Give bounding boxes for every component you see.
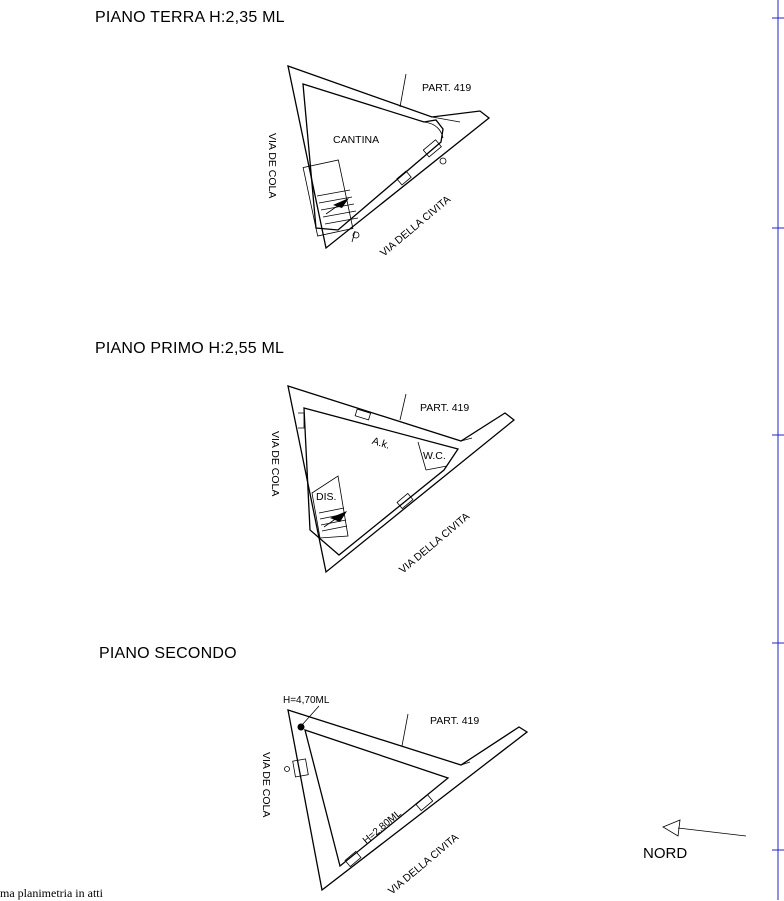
north-arrow-icon <box>662 819 747 837</box>
sheet-frame <box>772 0 784 900</box>
street-left-primo: VIA DE COLA <box>269 431 281 497</box>
compass-label: NORD <box>643 845 688 862</box>
stairs-primo <box>311 475 349 539</box>
room-label-dis: DIS. <box>316 491 337 503</box>
stairs-terra <box>302 159 359 237</box>
room-label-wc: W.C. <box>423 450 446 462</box>
parcel-label-secondo: PART. 419 <box>430 715 480 727</box>
floor-title-secondo: PIANO SECONDO <box>99 645 237 662</box>
footer-note: ma planimetria in atti <box>0 886 103 900</box>
openings-terra <box>351 139 447 243</box>
floor-title-primo: PIANO PRIMO H:2,55 ML <box>95 340 285 357</box>
plan-piano-primo <box>287 385 516 574</box>
height-label-top: H=4,70ML <box>283 695 330 706</box>
parcel-label-primo: PART. 419 <box>420 402 470 414</box>
floor-title-terra: PIANO TERRA H:2,35 ML <box>95 9 285 26</box>
room-label-cantina: CANTINA <box>333 134 380 146</box>
parcel-label-terra: PART. 419 <box>422 82 472 94</box>
plan-piano-terra <box>287 65 491 250</box>
plan-piano-secondo <box>284 705 529 892</box>
street-left-secondo: VIA DE COLA <box>260 752 272 818</box>
street-left-terra: VIA DE COLA <box>266 133 278 199</box>
